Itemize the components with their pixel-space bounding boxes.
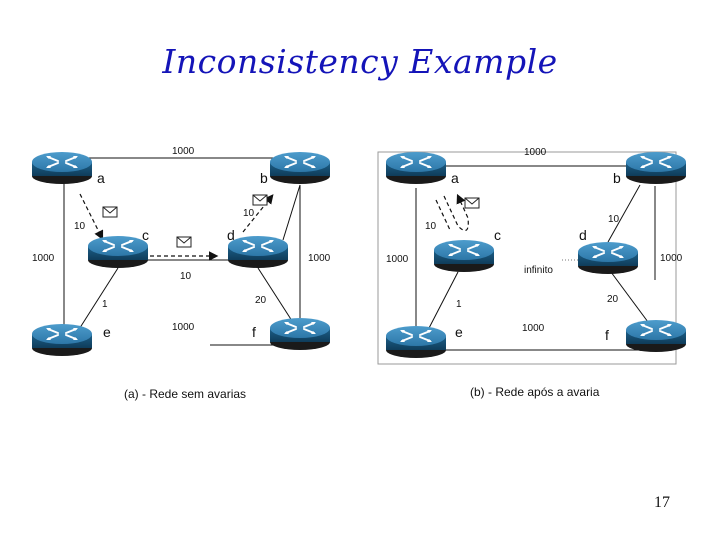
weight-b-f: 1000 (308, 253, 331, 264)
weight-c-e: 1 (102, 299, 108, 310)
node-label-d: d (227, 227, 235, 243)
page-number: 17 (654, 494, 670, 511)
panel-a: a b c d e f 1000 10 1000 10 10 1000 1 20… (31, 146, 331, 401)
panel-b: a b c d e f 1000 10 1000 infinito 10 100… (385, 147, 687, 399)
panel-b-links (415, 165, 656, 351)
router-icon (625, 319, 687, 353)
node-label-c: c (494, 227, 501, 243)
panel-b-message-loop (435, 193, 469, 232)
weight-b-d: 10 (243, 208, 255, 219)
weight-e-f: 1000 (172, 322, 195, 333)
caption-a: (a) - Rede sem avarias (124, 387, 246, 401)
weight-c-d: infinito (524, 265, 553, 276)
weight-e-f: 1000 (522, 323, 545, 334)
weight-a-b: 1000 (524, 147, 547, 158)
envelope-icon (176, 236, 192, 248)
weight-a-c: 10 (74, 221, 86, 232)
weight-a-b: 1000 (172, 146, 195, 157)
weight-a-c: 10 (425, 221, 437, 232)
router-icon (31, 323, 93, 357)
router-icon (433, 239, 495, 273)
slide-title: Inconsistency Example (162, 42, 558, 81)
caption-b: (b) - Rede após a avaria (470, 385, 600, 399)
weight-b-d: 10 (608, 214, 620, 225)
node-label-f: f (252, 324, 256, 340)
node-label-d: d (579, 227, 587, 243)
weight-d-f: 20 (607, 294, 619, 305)
weight-d-f: 20 (255, 295, 267, 306)
panel-b-frame (377, 151, 677, 365)
router-icon (87, 235, 149, 269)
envelope-icon (464, 197, 480, 209)
router-icon (385, 325, 447, 359)
node-label-b: b (260, 170, 268, 186)
weight-c-e: 1 (456, 299, 462, 310)
node-label-a: a (451, 170, 459, 186)
router-icon (269, 317, 331, 351)
router-icon (385, 151, 447, 185)
path-c-to-a (443, 193, 469, 232)
router-icon (625, 151, 687, 185)
weight-c-d: 10 (180, 271, 192, 282)
link-b-d (607, 184, 641, 243)
envelope-icon (102, 206, 118, 218)
link-c-e (75, 267, 119, 335)
weight-a-e: 1000 (32, 253, 55, 264)
router-icon (227, 235, 289, 269)
router-icon (31, 151, 93, 185)
node-label-e: e (103, 324, 111, 340)
path-a-to-c (79, 193, 104, 241)
weight-a-e: 1000 (386, 254, 409, 265)
path-a-to-c (435, 199, 451, 231)
router-icon (269, 151, 331, 185)
node-label-f: f (605, 327, 609, 343)
node-label-b: b (613, 170, 621, 186)
node-label-c: c (142, 227, 149, 243)
link-c-e (427, 271, 459, 331)
router-icon (577, 241, 639, 275)
weight-b-f: 1000 (660, 253, 683, 264)
node-label-e: e (455, 324, 463, 340)
node-label-a: a (97, 170, 105, 186)
envelope-icon (252, 194, 268, 206)
link-b-d (282, 184, 301, 241)
link-d-f (607, 267, 649, 323)
link-d-f (257, 267, 295, 325)
